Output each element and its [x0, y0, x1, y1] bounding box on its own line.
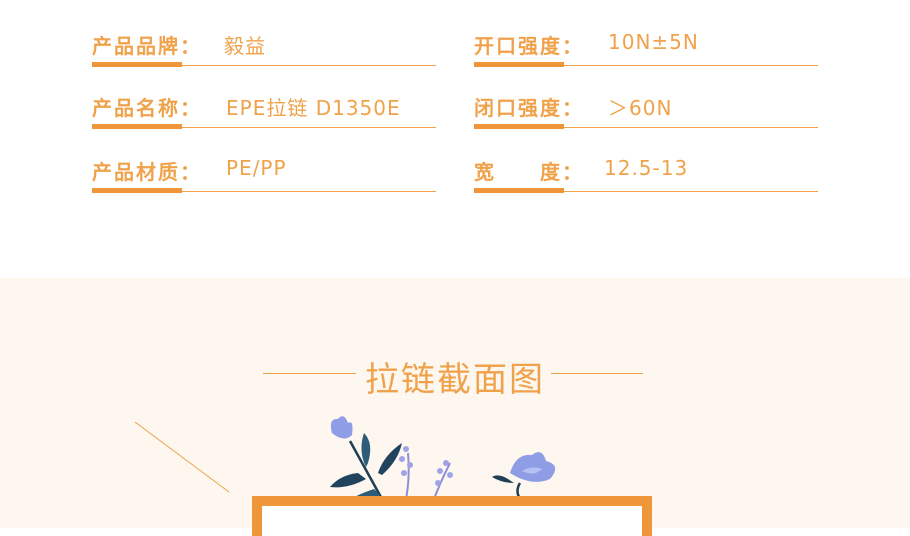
cross-section-frame: [252, 496, 652, 536]
accent-bar: [474, 188, 564, 193]
divider: [92, 127, 436, 128]
spec-value: EPE拉链 D1350E: [226, 96, 401, 120]
spec-panel: 产品品牌： 毅益 产品名称： EPE拉链 D1350E 产品材质： PE/PP …: [92, 20, 818, 193]
spec-value: ＞60N: [608, 96, 673, 120]
spec-value: 毅益: [224, 34, 266, 58]
spec-label: 闭口强度：: [474, 96, 584, 120]
flower-illustration-icon: [330, 416, 556, 502]
accent-bar: [474, 62, 564, 67]
spec-open-strength: 开口强度： 10N±5N: [474, 20, 818, 67]
title-line-right: [551, 373, 643, 374]
spec-brand: 产品品牌： 毅益: [92, 20, 436, 67]
spec-label: 产品名称：: [92, 96, 202, 120]
spec-width: 宽 度： 12.5-13: [474, 146, 818, 193]
spec-material: 产品材质： PE/PP: [92, 146, 436, 193]
accent-bar: [92, 62, 182, 67]
cross-section-panel: 拉链截面图: [0, 278, 910, 536]
decor-diagonal-line: [134, 421, 230, 493]
divider: [92, 191, 436, 192]
spec-label: 产品材质：: [92, 160, 202, 184]
spec-name: 产品名称： EPE拉链 D1350E: [92, 82, 436, 129]
accent-bar: [92, 188, 182, 193]
divider: [92, 65, 436, 66]
spec-value: 10N±5N: [608, 30, 699, 54]
accent-bar: [92, 124, 182, 129]
spec-label: 开口强度：: [474, 34, 584, 58]
accent-bar: [474, 124, 564, 129]
spec-label: 产品品牌：: [92, 34, 202, 58]
spec-value: PE/PP: [226, 156, 287, 180]
title-line-left: [263, 373, 356, 374]
spec-label: 宽 度：: [474, 160, 584, 184]
section-title: 拉链截面图: [365, 360, 545, 400]
divider: [474, 127, 818, 128]
divider: [474, 191, 818, 192]
divider: [474, 65, 818, 66]
spec-value: 12.5-13: [604, 156, 689, 180]
spec-close-strength: 闭口强度： ＞60N: [474, 82, 818, 129]
